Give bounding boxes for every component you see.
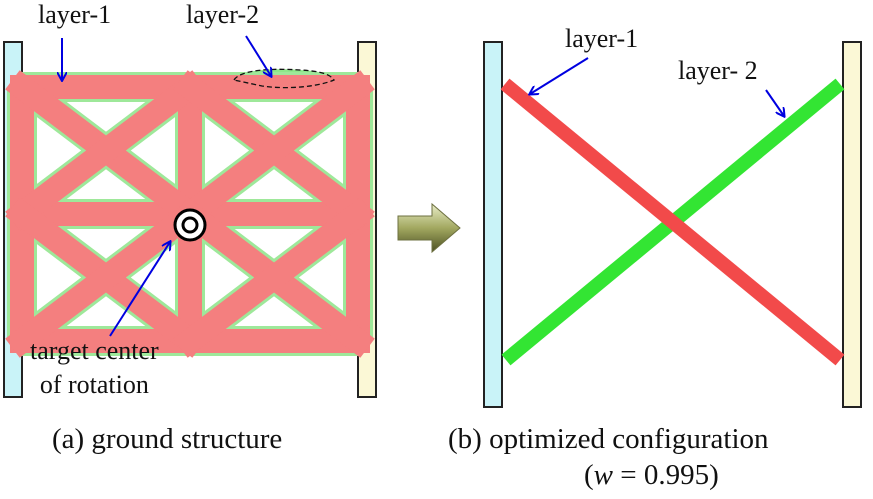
label-layer2-a: layer-2 (186, 0, 260, 29)
caption-b: (b) optimized configuration (448, 423, 769, 455)
caption-b-parameter: (w = 0.995) (584, 461, 719, 490)
label-layer1-a: layer-1 (38, 0, 112, 29)
arrow-layer2-a (245, 35, 271, 76)
label-layer2-b: layer- 2 (678, 56, 758, 85)
arrow-layer2-b (765, 89, 784, 116)
param-symbol: w (593, 459, 614, 491)
caption-a: (a) ground structure (52, 423, 283, 455)
process-arrow-icon (397, 202, 461, 254)
left-wall-b (483, 41, 503, 408)
arrow-layer1-b (530, 57, 589, 94)
optimized-bar-layer1 (500, 78, 845, 366)
right-wall-b (842, 41, 862, 408)
truss-member (173, 197, 375, 358)
arrow-target (109, 242, 170, 337)
optimized-panel (483, 41, 862, 408)
layer2-boundary (232, 68, 335, 89)
truss-member (173, 70, 375, 231)
label-target-center: target center of rotation (30, 334, 159, 402)
target-center-icon (173, 208, 207, 242)
param-open: ( (584, 459, 594, 491)
label-target-line1: target center (30, 336, 159, 365)
truss-member (5, 197, 207, 358)
truss-member (5, 70, 207, 231)
param-rest: = 0.995) (613, 459, 719, 491)
ground-structure-panel (3, 35, 377, 398)
label-layer1-b: layer-1 (565, 24, 639, 53)
label-target-line2: of rotation (39, 370, 149, 399)
